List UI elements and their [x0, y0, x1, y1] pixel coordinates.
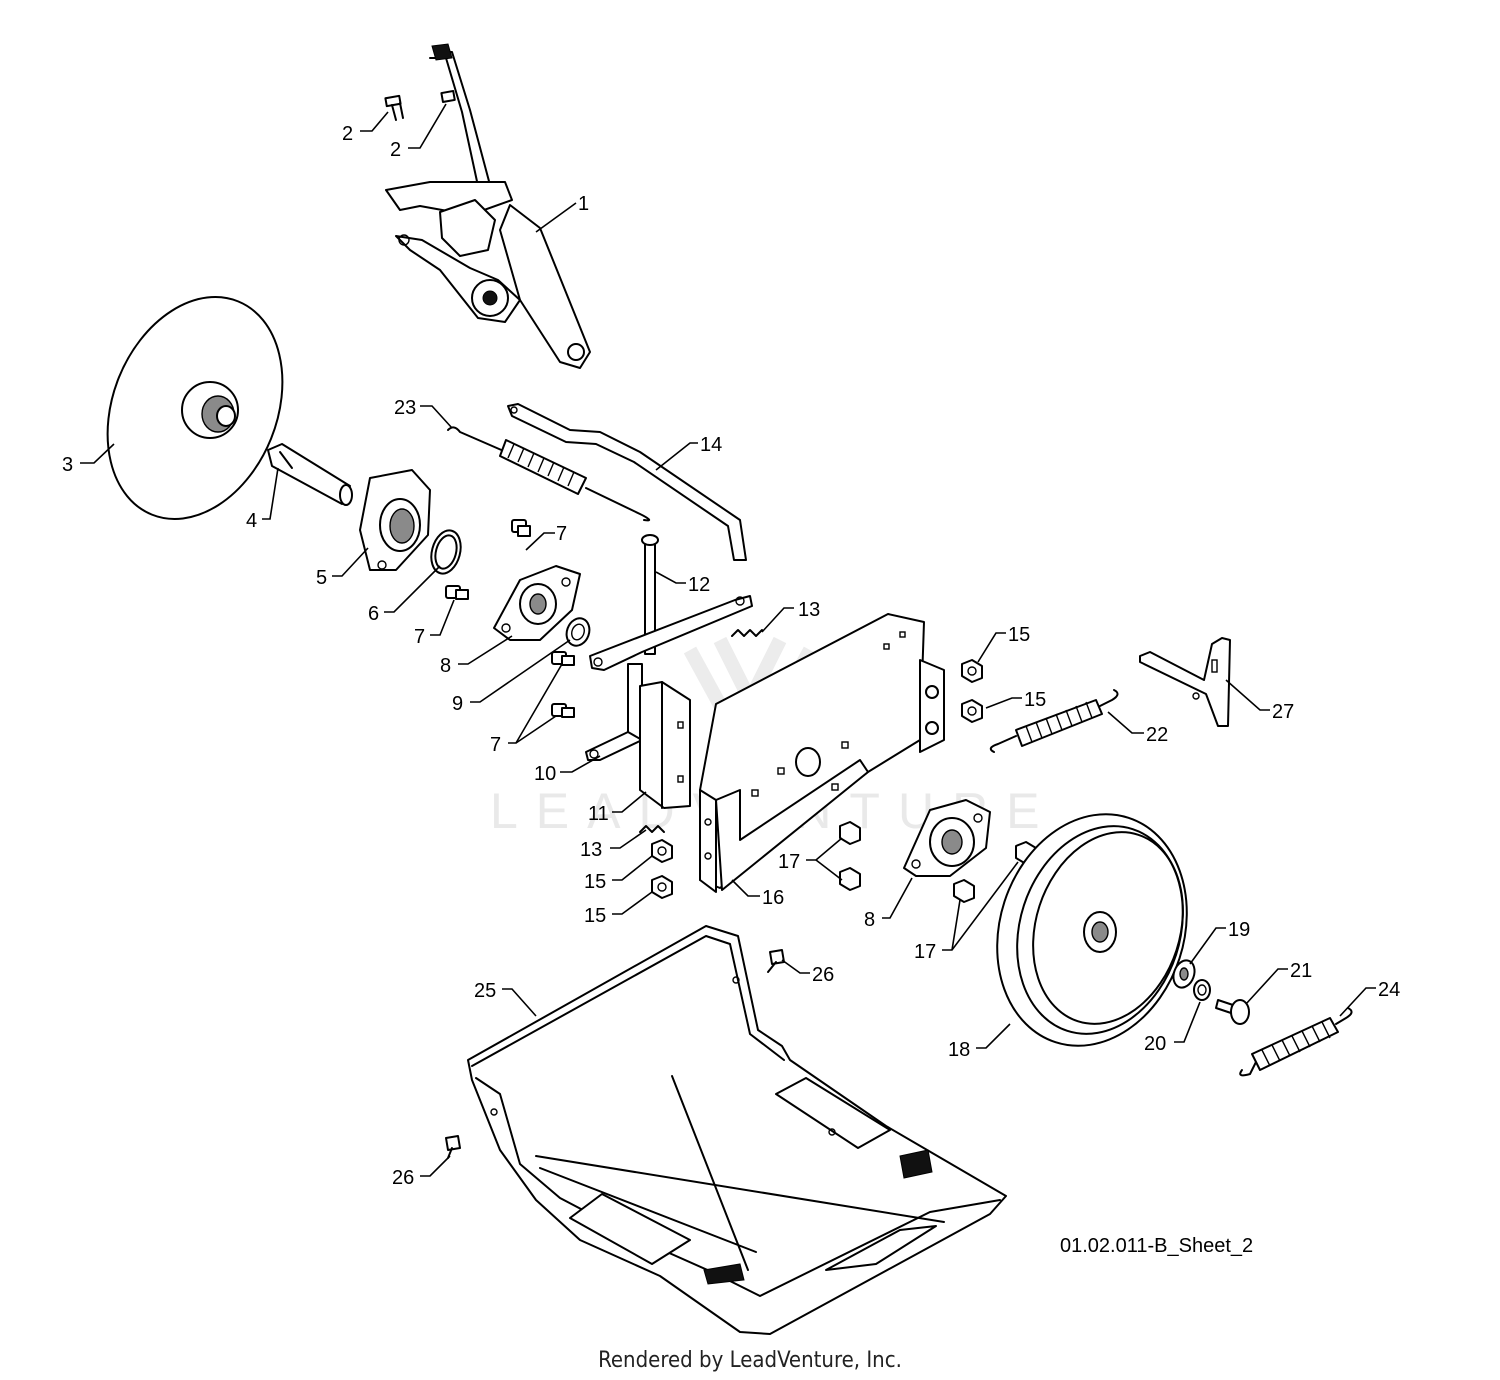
part-20-lock-washer[interactable]	[1193, 979, 1211, 1001]
callout-27[interactable]: 27	[1272, 701, 1294, 723]
callout-labels: 1 2 2 3 4 5 6 7 7 7 8 8 9 10 11 12 13 13…	[62, 123, 1400, 1189]
part-2-bolt[interactable]	[440, 90, 456, 103]
part-3-drive-disc[interactable]	[76, 271, 314, 546]
callout-11[interactable]: 11	[588, 803, 609, 825]
part-26-screw[interactable]	[767, 949, 785, 973]
part-13-clip[interactable]	[731, 629, 763, 637]
callout-8[interactable]: 8	[440, 655, 451, 677]
callout-17[interactable]: 17	[914, 941, 936, 963]
part-16-mounting-plate[interactable]	[699, 613, 945, 893]
callout-21[interactable]: 21	[1290, 960, 1312, 982]
callout-13[interactable]: 13	[580, 839, 602, 861]
callout-26[interactable]: 26	[392, 1167, 414, 1189]
part-24-spring[interactable]	[1239, 1007, 1353, 1077]
part-8-flange-bearing[interactable]	[493, 565, 581, 641]
part-6-snap-ring[interactable]	[427, 527, 465, 577]
part-17-nut[interactable]	[839, 821, 861, 845]
callout-15[interactable]: 15	[584, 905, 606, 927]
callout-22[interactable]: 22	[1146, 724, 1168, 746]
callout-6[interactable]: 6	[368, 603, 379, 625]
callout-13[interactable]: 13	[798, 599, 820, 621]
part-7-bolt[interactable]	[511, 519, 531, 537]
render-credit: Rendered by LeadVenture, Inc.	[598, 1348, 902, 1373]
callout-9[interactable]: 9	[452, 693, 463, 715]
callout-7[interactable]: 7	[490, 734, 501, 756]
part-22-spring[interactable]	[989, 689, 1119, 753]
callout-15[interactable]: 15	[584, 871, 606, 893]
callout-2[interactable]: 2	[342, 123, 353, 145]
callout-15[interactable]: 15	[1024, 689, 1046, 711]
part-27-bracket[interactable]	[1139, 637, 1231, 727]
part-7-bolt[interactable]	[551, 703, 575, 718]
callout-3[interactable]: 3	[62, 454, 73, 476]
callout-14[interactable]: 14	[700, 434, 722, 456]
part-2-bolt[interactable]	[384, 94, 404, 121]
part-15-nut[interactable]	[961, 699, 983, 723]
part-4-hub-shaft[interactable]	[267, 443, 353, 506]
part-11-bracket[interactable]	[639, 681, 691, 809]
callout-23[interactable]: 23	[394, 397, 416, 419]
part-9-seal-ring[interactable]	[563, 615, 593, 649]
callout-7[interactable]: 7	[414, 626, 425, 648]
sheet-id: 01.02.011-B_Sheet_2	[1060, 1235, 1253, 1257]
part-21-bolt[interactable]	[1215, 999, 1250, 1025]
callout-5[interactable]: 5	[316, 567, 327, 589]
callout-4[interactable]: 4	[246, 510, 257, 532]
callout-1[interactable]: 1	[578, 193, 589, 215]
callout-16[interactable]: 16	[762, 887, 784, 909]
part-13-clip[interactable]	[639, 825, 665, 833]
part-7-bolt[interactable]	[445, 585, 469, 600]
callout-19[interactable]: 19	[1228, 919, 1250, 941]
part-23-spring[interactable]	[447, 426, 651, 522]
callout-17[interactable]: 17	[778, 851, 800, 873]
callout-26[interactable]: 26	[812, 964, 834, 986]
part-18-pulley[interactable]	[968, 789, 1216, 1070]
part-15-nut[interactable]	[651, 875, 673, 899]
part-7-bolt[interactable]	[551, 651, 575, 666]
part-15-nut[interactable]	[651, 839, 673, 863]
part-12-pivot-rod[interactable]	[641, 534, 659, 655]
callout-15[interactable]: 15	[1008, 624, 1030, 646]
part-26-screw[interactable]	[445, 1135, 461, 1159]
callout-2[interactable]: 2	[390, 139, 401, 161]
part-17-nut[interactable]	[953, 879, 975, 903]
part-8-flange-bearing[interactable]	[903, 799, 991, 877]
part-1-control-lever[interactable]	[385, 43, 591, 369]
callout-24[interactable]: 24	[1378, 979, 1400, 1001]
part-15-nut[interactable]	[961, 659, 983, 683]
callout-8[interactable]: 8	[864, 909, 875, 931]
part-14-linkage-rod[interactable]	[507, 403, 747, 561]
callout-18[interactable]: 18	[948, 1039, 970, 1061]
callout-12[interactable]: 12	[688, 574, 710, 596]
part-5-bearing-housing[interactable]	[359, 469, 431, 571]
part-17-nut[interactable]	[839, 867, 861, 891]
callout-10[interactable]: 10	[534, 763, 556, 785]
part-19-washer[interactable]	[1170, 957, 1198, 990]
callout-7[interactable]: 7	[556, 523, 567, 545]
callout-20[interactable]: 20	[1144, 1033, 1166, 1055]
part-25-shroud[interactable]	[467, 925, 1007, 1335]
callout-leaders	[80, 103, 1376, 1177]
callout-25[interactable]: 25	[474, 980, 496, 1002]
